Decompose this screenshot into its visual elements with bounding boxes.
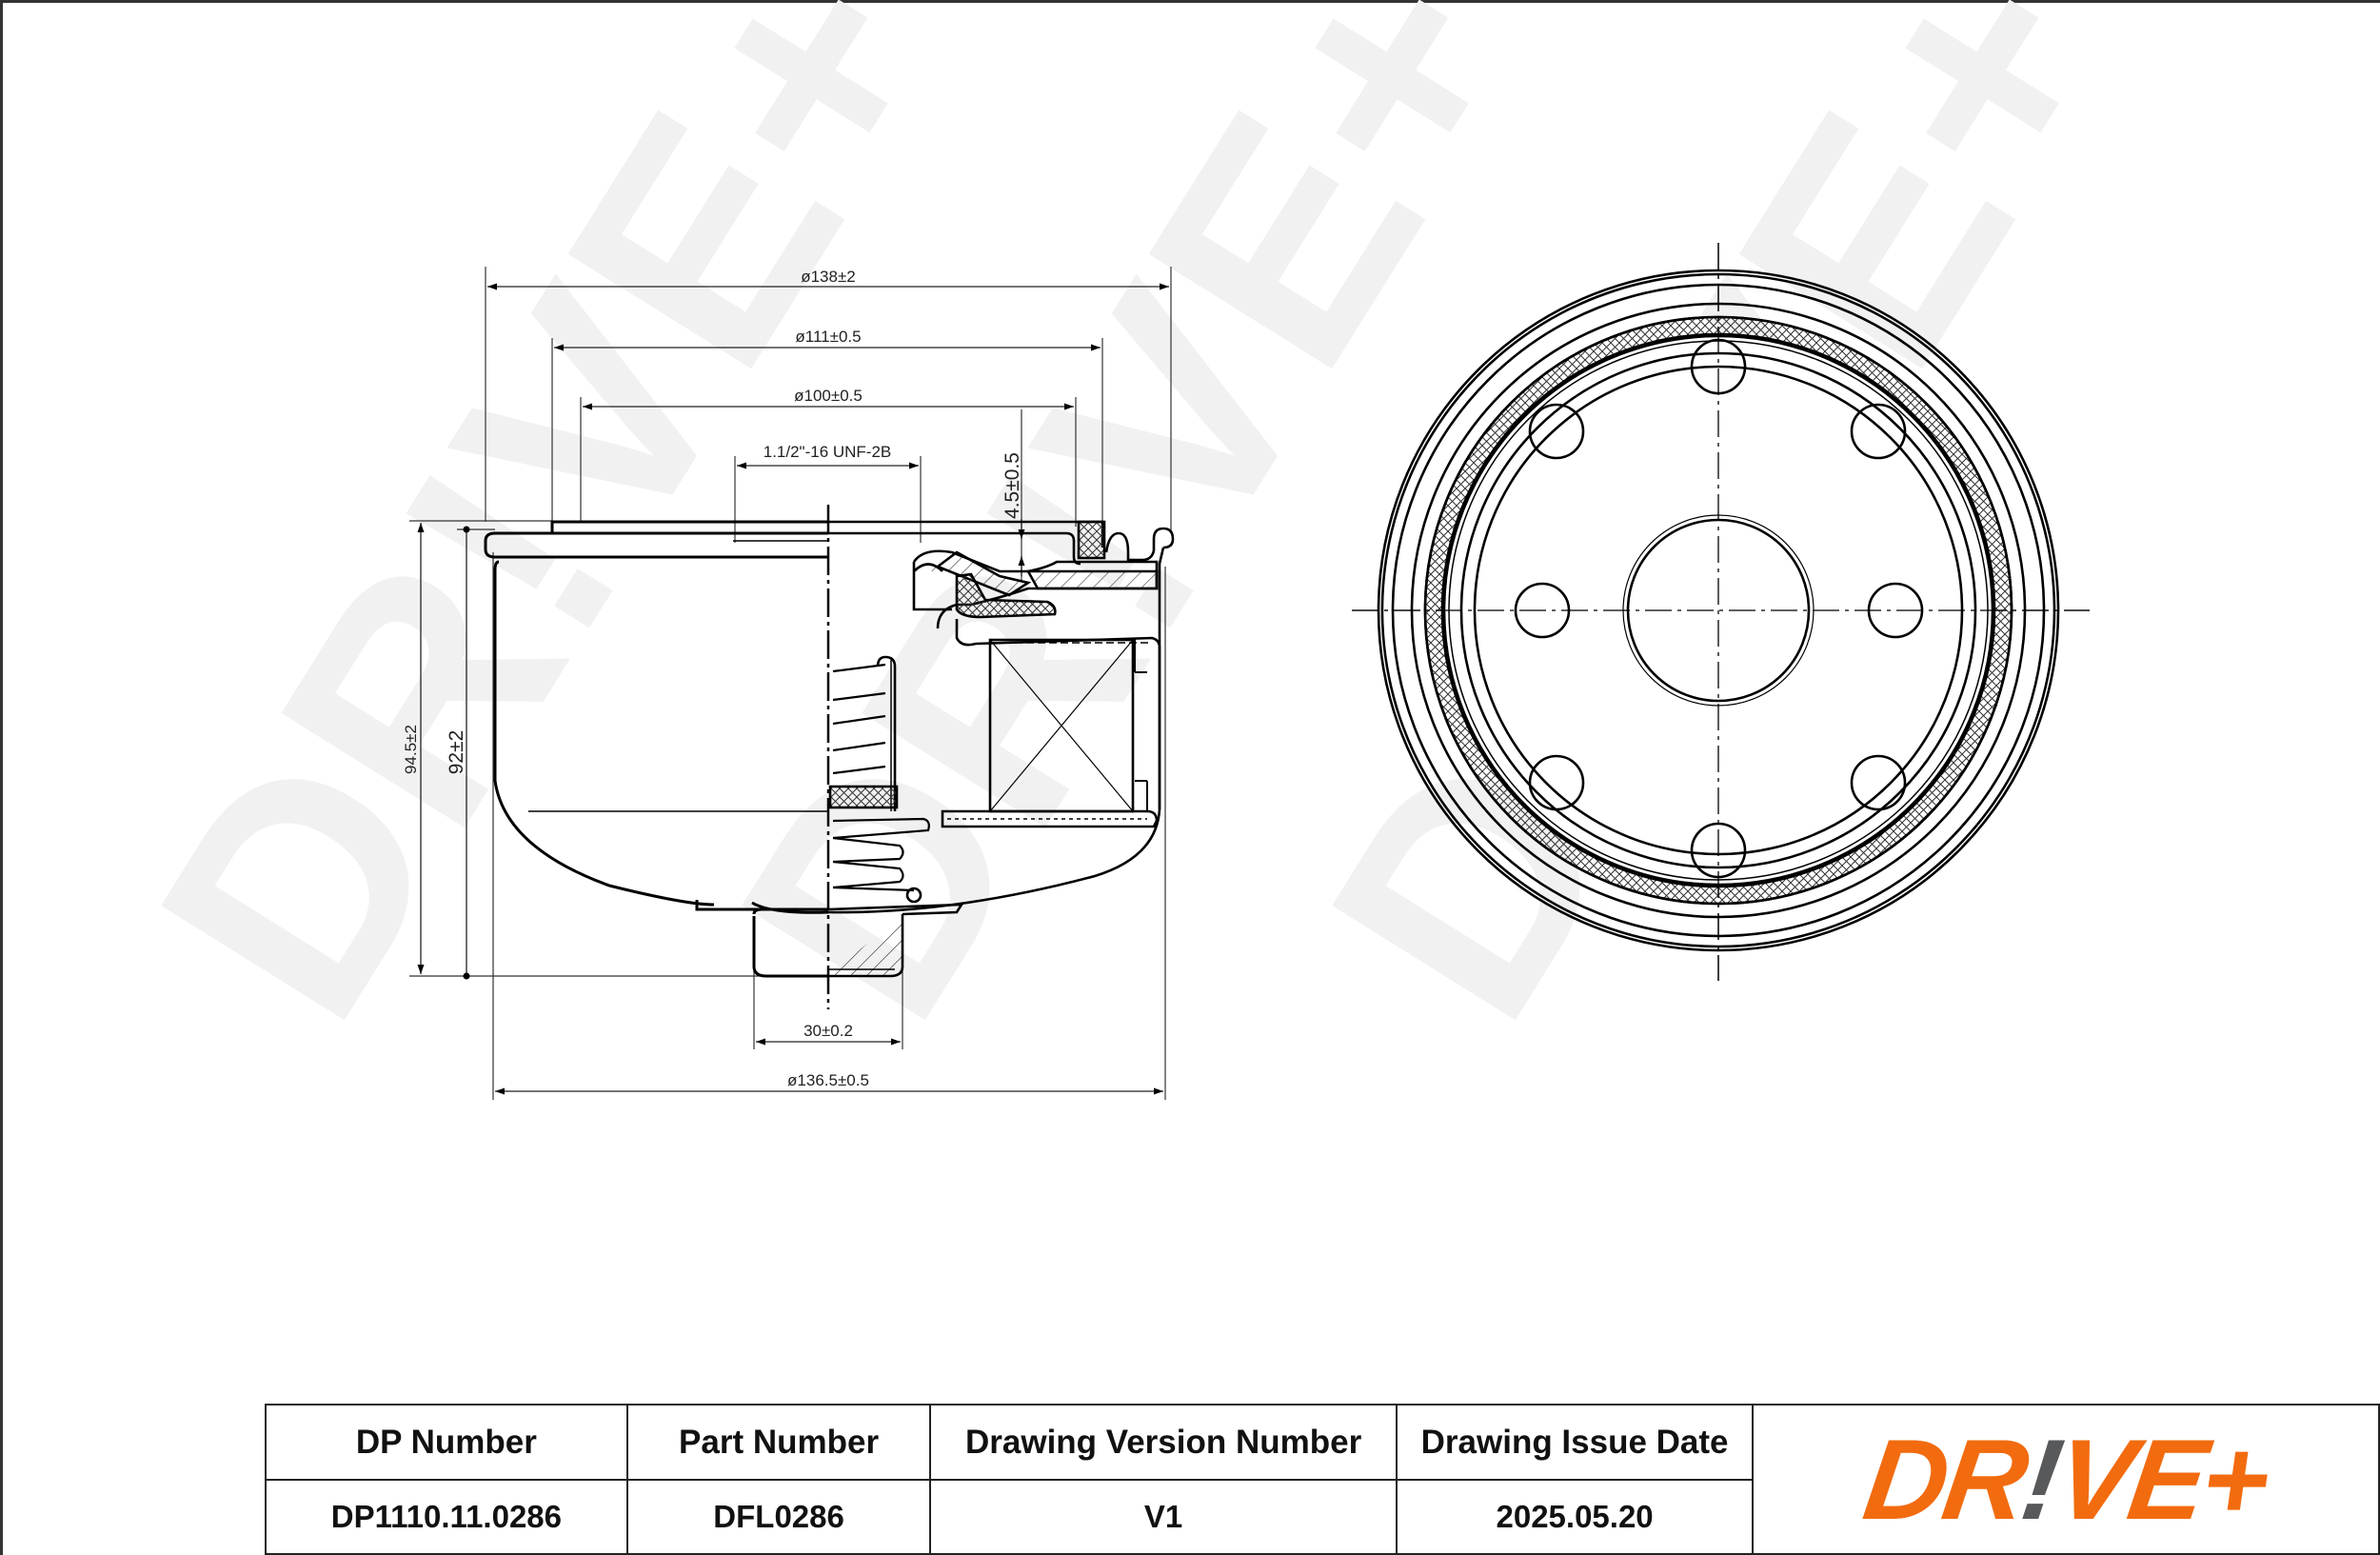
title-block: DP Number Part Number Drawing Version Nu… bbox=[265, 1404, 2380, 1555]
dim-thread: 1.1/2"-16 UNF-2B bbox=[764, 443, 892, 461]
dim-outer-diameter: ø138±2 bbox=[801, 268, 856, 286]
dim-gasket-height: 4.5±0.5 bbox=[1002, 452, 1023, 519]
logo-part-ve: VE+ bbox=[2049, 1415, 2275, 1544]
top-view bbox=[1352, 243, 2090, 981]
brand-logo: DR!VE+ bbox=[1752, 1404, 2380, 1555]
dim-gasket-outer: ø111±0.5 bbox=[795, 328, 861, 346]
drawing-version-header: Drawing Version Number bbox=[929, 1404, 1398, 1481]
side-view: ø138±2 ø111±0.5 ø100±0.5 1.1/2"-16 UNF-2… bbox=[402, 267, 1175, 1100]
drawing-version-value: V1 bbox=[929, 1479, 1398, 1555]
issue-date-header: Drawing Issue Date bbox=[1395, 1404, 1755, 1481]
title-block-value-row: DP1110.11.0286 DFL0286 V1 2025.05.20 bbox=[265, 1479, 2379, 1555]
part-number-value: DFL0286 bbox=[625, 1479, 932, 1555]
title-block-header-row: DP Number Part Number Drawing Version Nu… bbox=[265, 1404, 2380, 1555]
dp-number-value: DP1110.11.0286 bbox=[265, 1479, 628, 1555]
dim-gasket-inner: ø100±0.5 bbox=[794, 387, 863, 405]
dim-total-height: 94.5±2 bbox=[402, 725, 420, 774]
dim-body-diameter: ø136.5±0.5 bbox=[787, 1071, 869, 1089]
dim-body-height: 92±2 bbox=[446, 730, 467, 775]
logo-part-dr: DR bbox=[1857, 1415, 2033, 1544]
dim-base-width: 30±0.2 bbox=[803, 1022, 853, 1040]
dp-number-header: DP Number bbox=[265, 1404, 628, 1481]
issue-date-value: 2025.05.20 bbox=[1395, 1479, 1755, 1555]
logo-wordmark: DR!VE+ bbox=[1857, 1416, 2274, 1544]
part-number-header: Part Number bbox=[625, 1404, 932, 1481]
